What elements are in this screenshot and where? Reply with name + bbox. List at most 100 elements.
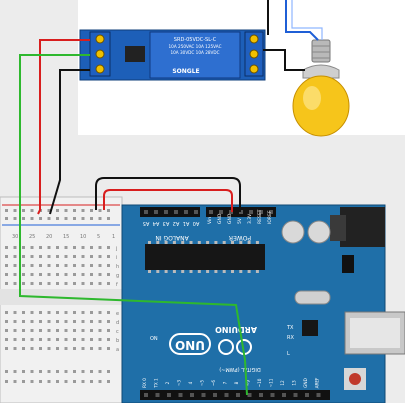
- capacitor: [307, 220, 331, 244]
- hole: [90, 311, 93, 314]
- led-label-tx: TX: [286, 325, 294, 331]
- pin-label: A2: [173, 220, 180, 226]
- hole: [5, 209, 8, 212]
- digital-pin-label: 13: [292, 380, 297, 386]
- hole: [56, 338, 59, 341]
- hole: [73, 370, 76, 373]
- digital-pin-label: RX 0: [142, 378, 147, 388]
- bulb-glass: [292, 75, 350, 137]
- hole: [98, 217, 102, 220]
- hole: [56, 255, 59, 258]
- hole: [90, 347, 93, 350]
- analog-header: [140, 207, 200, 217]
- hole: [56, 329, 59, 332]
- hole: [172, 270, 176, 273]
- hole: [90, 246, 93, 249]
- hole: [90, 209, 93, 212]
- hole: [13, 282, 17, 285]
- breadboard-col-label: 10: [80, 234, 86, 240]
- hole: [222, 270, 226, 273]
- analog-in-label: ANALOG IN: [155, 234, 188, 241]
- breadboard-col-label: 5: [97, 234, 100, 240]
- hole: [39, 264, 42, 267]
- bulb-neck: [302, 64, 340, 79]
- relay-body: [149, 31, 241, 79]
- breadboard-row-label: c: [116, 329, 119, 335]
- hole: [73, 311, 76, 314]
- hole: [148, 241, 151, 244]
- pin-label: A4: [153, 220, 160, 226]
- hole: [22, 273, 25, 276]
- hole: [56, 264, 59, 267]
- pin-label: A0: [193, 220, 200, 226]
- hole: [30, 380, 34, 383]
- hole: [22, 209, 25, 212]
- hole: [13, 246, 17, 249]
- digital-pin-label: 7: [223, 381, 228, 384]
- hole: [39, 255, 42, 258]
- hole: [107, 209, 110, 212]
- hole: [47, 320, 51, 323]
- hole: [13, 329, 17, 332]
- hole: [5, 338, 8, 341]
- hole: [90, 273, 93, 276]
- hole: [156, 270, 160, 273]
- hole: [64, 347, 68, 350]
- hole: [81, 255, 85, 258]
- hole: [73, 380, 76, 383]
- digital-pin-label: TX 1: [154, 378, 159, 389]
- breadboard-row-label: h: [116, 264, 119, 270]
- hole: [107, 255, 110, 258]
- hole: [13, 255, 17, 258]
- hole: [64, 209, 68, 212]
- hole: [73, 273, 76, 276]
- hole: [22, 320, 25, 323]
- hole: [64, 338, 68, 341]
- hole: [107, 246, 110, 249]
- hole: [98, 370, 102, 373]
- hole: [73, 282, 76, 285]
- hole: [56, 282, 59, 285]
- hole: [239, 241, 243, 244]
- arduino-uno-board: ANALOG IN POWER A5 A4 A3 A2 A1 A0 Vin GN…: [121, 204, 405, 403]
- breadboard-row-label: f: [116, 282, 118, 288]
- hole: [81, 217, 85, 220]
- hole: [47, 329, 51, 332]
- hole: [13, 311, 17, 314]
- breadboard-row-label: d: [116, 320, 119, 326]
- hole: [81, 347, 85, 350]
- hole: [47, 209, 51, 212]
- hole: [81, 329, 85, 332]
- dc-power-jack: [340, 207, 385, 247]
- breadboard-col-label: 30: [12, 234, 18, 240]
- hole: [144, 210, 148, 214]
- hole: [107, 329, 110, 332]
- hole: [178, 393, 183, 397]
- hole: [81, 338, 85, 341]
- hole: [56, 217, 59, 220]
- hole: [47, 370, 51, 373]
- hole: [30, 217, 34, 220]
- hole: [22, 246, 25, 249]
- hole: [181, 270, 185, 273]
- hole: [39, 380, 42, 383]
- power-label: POWER: [229, 234, 251, 241]
- hole: [22, 380, 25, 383]
- relay-module: SRD-05VDC-SL-C 10A 250VAC 10A 125VAC 10A…: [79, 29, 266, 81]
- hole: [184, 210, 188, 214]
- hole: [98, 329, 102, 332]
- hole: [30, 311, 34, 314]
- hole: [98, 273, 102, 276]
- hole: [56, 311, 59, 314]
- hole: [107, 273, 110, 276]
- wire-relay-signal: [19, 54, 248, 396]
- breadboard-col-label: 1: [112, 234, 115, 240]
- hole: [98, 320, 102, 323]
- hole: [73, 264, 76, 267]
- hole: [13, 338, 17, 341]
- hole: [172, 241, 176, 244]
- hole: [56, 273, 59, 276]
- hole: [222, 241, 226, 244]
- hole: [39, 347, 42, 350]
